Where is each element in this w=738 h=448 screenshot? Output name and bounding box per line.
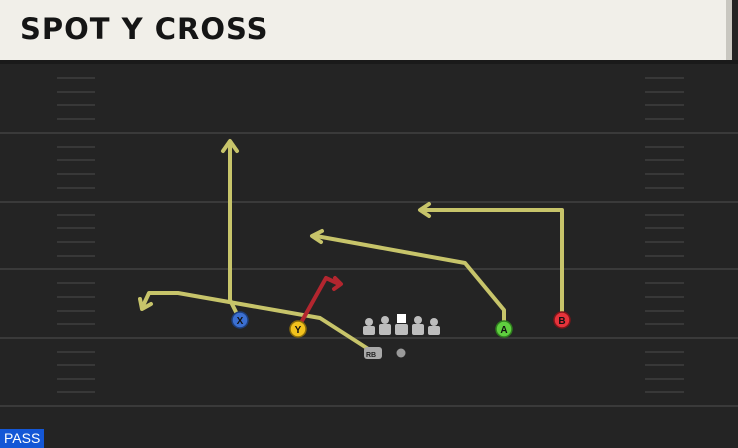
hash-marks-right [645, 77, 684, 393]
offensive-line [363, 314, 440, 335]
hash-marks-left [57, 77, 95, 393]
yard-lines [0, 132, 738, 407]
lineman-icon [363, 318, 375, 335]
title-bar: SPOT Y CROSS [0, 0, 732, 60]
title-bar-shadow [0, 60, 738, 64]
lineman-icon [412, 316, 424, 335]
player-b: B [553, 311, 571, 329]
route-y-hot-arrow [332, 276, 343, 291]
play-title: SPOT Y CROSS [20, 12, 269, 46]
player-y-label: Y [295, 325, 302, 336]
route-rb-flat [140, 291, 375, 354]
route-rb-flat-arrow [138, 297, 153, 311]
player-rb: RB [364, 347, 382, 359]
route-x-go-arrow [221, 139, 239, 153]
player-b-label: B [558, 316, 565, 327]
play-type-badge: PASS [0, 429, 45, 448]
player-a: A [495, 320, 513, 338]
player-x-label: X [237, 316, 244, 327]
player-y: Y [289, 320, 307, 338]
player-a-label: A [500, 325, 507, 336]
center-icon [395, 314, 408, 335]
route-x-go [228, 143, 242, 322]
route-b-comeback-arrow [418, 202, 431, 218]
quarterback-icon [396, 348, 406, 358]
route-b-comeback [422, 208, 564, 320]
route-y-hot [296, 276, 341, 330]
lineman-icon [379, 316, 391, 335]
player-rb-label: RB [366, 352, 376, 359]
route-a-post-arrow [310, 229, 324, 244]
route-a-post [314, 234, 506, 328]
lineman-icon [428, 318, 440, 335]
player-x: X [231, 311, 249, 329]
